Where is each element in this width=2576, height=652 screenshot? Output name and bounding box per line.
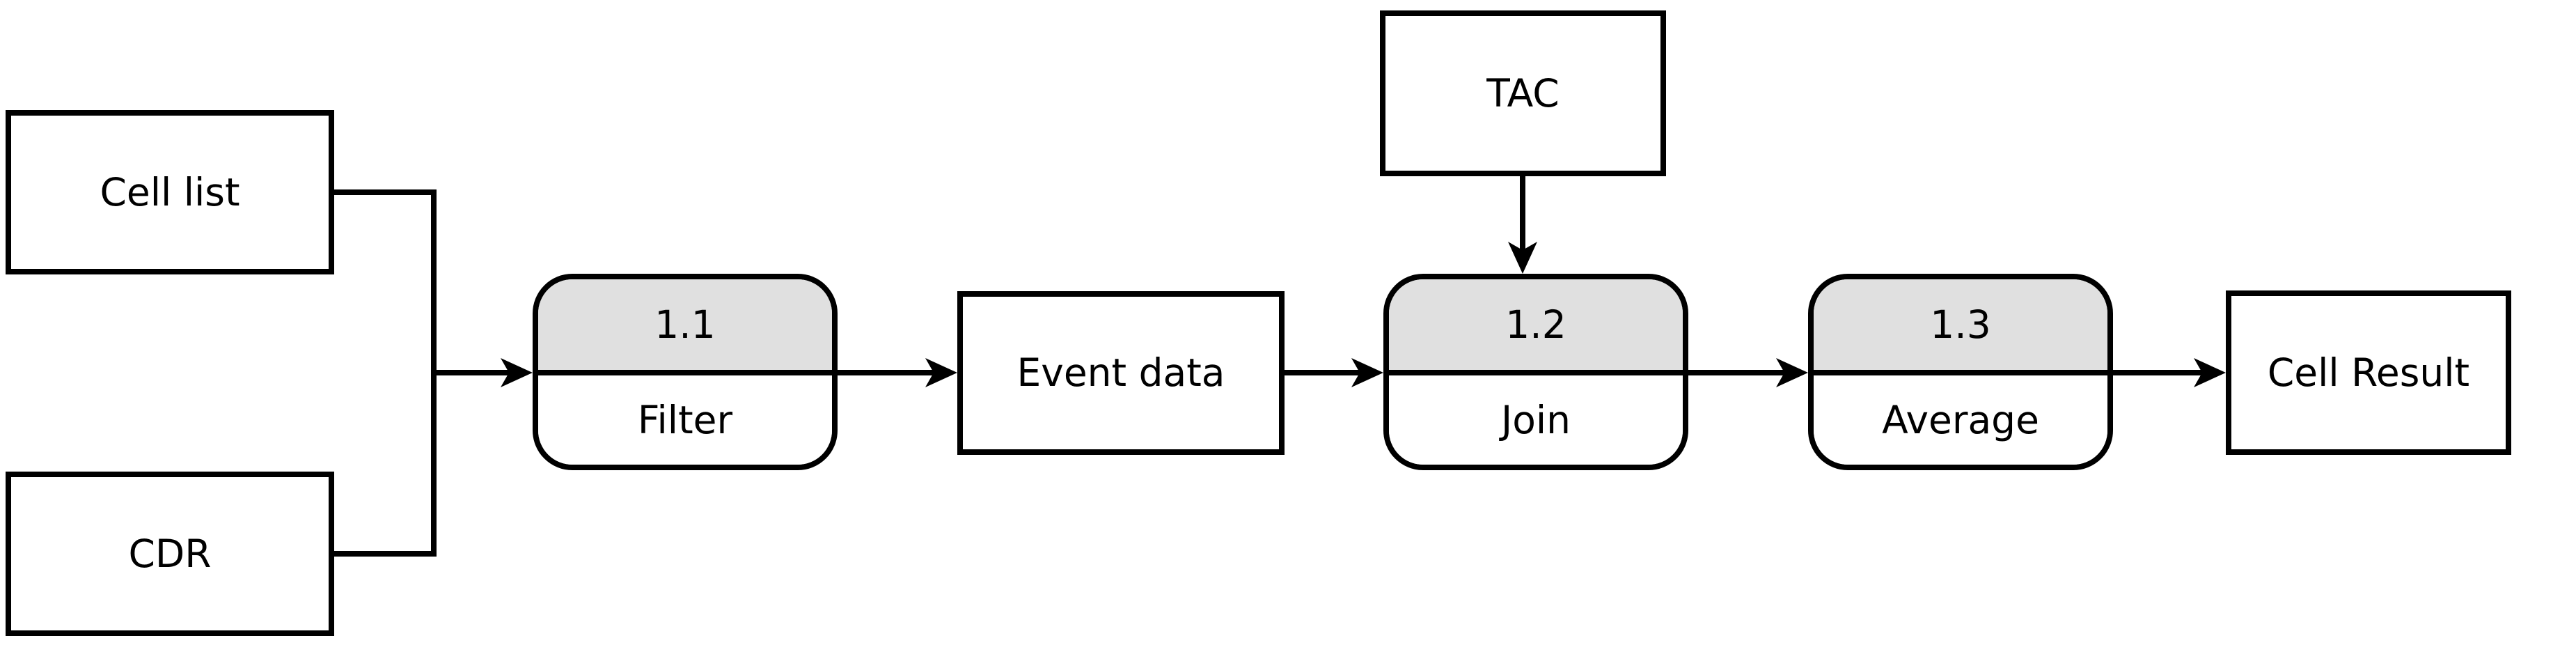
arrowhead-into-filter xyxy=(501,358,533,387)
process-join-number-section: 1.2 xyxy=(1389,279,1683,375)
process-average-name-section: Average xyxy=(1814,375,2107,465)
entity-cell-list: Cell list xyxy=(6,110,334,274)
entity-cell-result: Cell Result xyxy=(2226,290,2511,455)
arrowhead-into-event-data xyxy=(925,358,957,387)
process-average-number: 1.3 xyxy=(1930,302,1991,347)
process-filter-number-section: 1.1 xyxy=(538,279,832,375)
arrowhead-into-join-top xyxy=(1508,242,1537,274)
process-average: 1.3 Average xyxy=(1808,274,2113,470)
process-filter-number: 1.1 xyxy=(654,302,716,347)
arrowhead-into-cell-result xyxy=(2194,358,2226,387)
entity-event-data: Event data xyxy=(957,291,1285,455)
entity-cell-result-label: Cell Result xyxy=(2267,350,2470,395)
process-filter-label: Filter xyxy=(637,397,733,442)
process-join: 1.2 Join xyxy=(1383,274,1688,470)
process-filter: 1.1 Filter xyxy=(533,274,838,470)
entity-cdr-label: CDR xyxy=(128,531,212,576)
process-filter-name-section: Filter xyxy=(538,375,832,465)
process-average-number-section: 1.3 xyxy=(1814,279,2107,375)
entity-cdr: CDR xyxy=(6,472,334,636)
entity-cell-list-label: Cell list xyxy=(100,169,240,215)
arrowhead-into-join xyxy=(1351,358,1383,387)
entity-event-data-label: Event data xyxy=(1016,350,1225,395)
arrowhead-into-average xyxy=(1776,358,1808,387)
process-join-label: Join xyxy=(1500,397,1571,442)
entity-tac: TAC xyxy=(1380,10,1666,176)
process-join-number: 1.2 xyxy=(1505,302,1566,347)
process-average-label: Average xyxy=(1882,397,2039,442)
entity-tac-label: TAC xyxy=(1486,70,1560,116)
process-join-name-section: Join xyxy=(1389,375,1683,465)
